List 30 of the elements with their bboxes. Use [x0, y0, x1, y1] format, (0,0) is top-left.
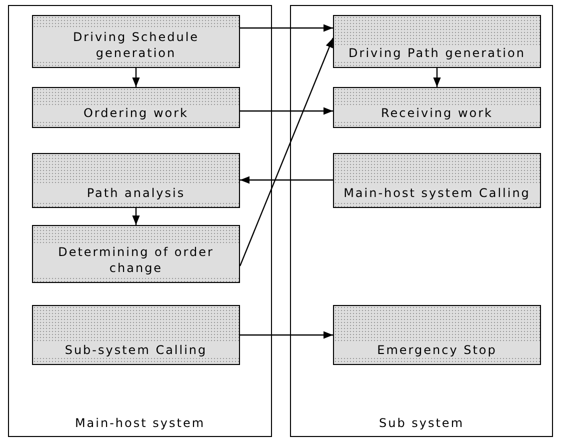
process-box: [32, 305, 240, 365]
process-box: [32, 15, 240, 68]
arrow: [240, 24, 333, 32]
panel-title: Main-host system: [74, 416, 206, 430]
process-box: [333, 153, 541, 208]
box-label: Sub-system Calling: [33, 342, 239, 358]
arrow: [132, 208, 140, 225]
system-panel: [290, 5, 553, 437]
box-label: Ordering work: [33, 104, 239, 121]
arrow: [433, 68, 441, 87]
arrow: [240, 107, 333, 115]
box-label: Main-host system Calling: [334, 184, 540, 201]
process-box: [32, 225, 240, 283]
box-label: Receiving work: [334, 104, 540, 121]
process-box: [333, 305, 541, 365]
box-label: Determining of order change: [33, 244, 239, 276]
box-label: Emergency Stop: [334, 342, 540, 358]
process-box: [32, 87, 240, 128]
arrow: [240, 176, 333, 184]
panel-title: Sub system: [378, 416, 466, 430]
process-box: [333, 15, 541, 68]
box-label: Path analysis: [33, 184, 239, 201]
box-label: Driving Path generation: [334, 44, 540, 61]
box-label: Driving Schedule generation: [33, 28, 239, 61]
arrow: [240, 331, 333, 339]
arrow: [132, 68, 140, 87]
process-box: [333, 87, 541, 128]
process-box: [32, 153, 240, 208]
system-panel: [8, 5, 272, 437]
arrow: [239, 38, 334, 266]
